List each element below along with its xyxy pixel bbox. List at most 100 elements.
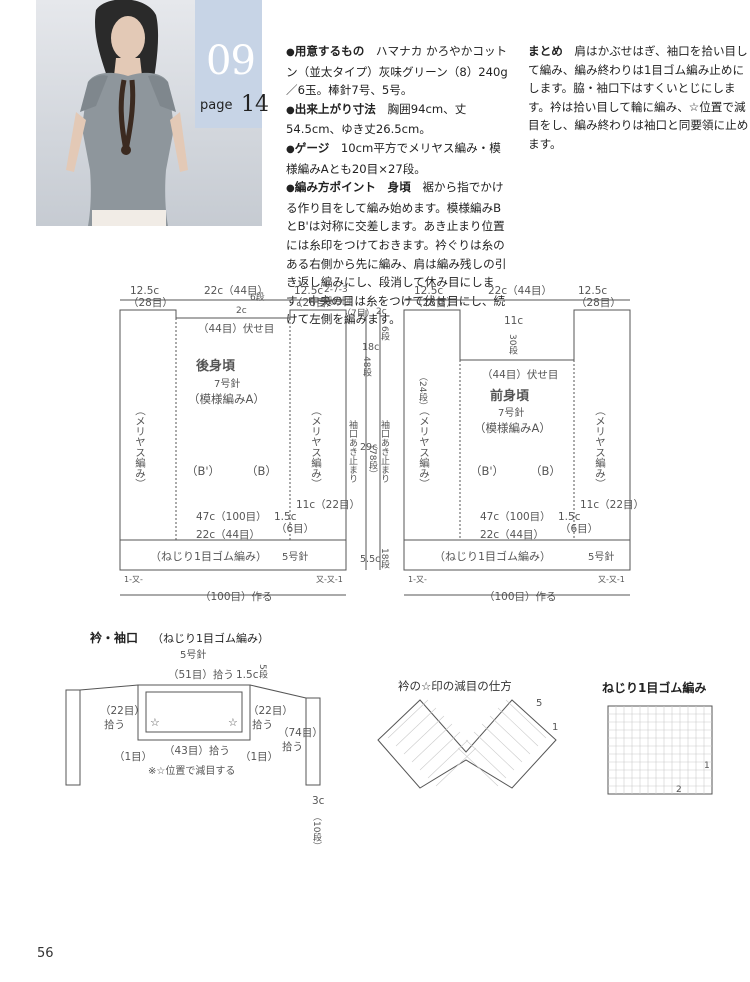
- front-side-right: （メリヤス編み）: [594, 405, 606, 489]
- measure-armhole: 袖口あき止まり: [379, 419, 390, 483]
- front-neck-bind: （44目）伏せ目: [482, 368, 558, 381]
- back-top-right: 12.5c: [294, 285, 323, 297]
- collar-pick43: （43目）拾う: [164, 744, 230, 757]
- front-top-right-sub: （28目）: [576, 297, 621, 309]
- front-top-left-sub: （28目）: [412, 297, 457, 309]
- pattern-number: 09: [206, 38, 256, 84]
- front-ribbing-outline: [403, 540, 631, 571]
- front-width-6: （6目）: [560, 523, 598, 535]
- front-body-outline: [403, 309, 631, 541]
- front-neck-24dan: （24段）: [417, 372, 428, 410]
- back-needle: 7号針: [214, 377, 240, 390]
- collar-one-left: （1目）: [114, 751, 152, 763]
- collar-pick22-right: （22目）: [248, 705, 293, 717]
- back-shoulder-rows-label: 段目回: [324, 295, 351, 307]
- left-cuff-outline: [65, 689, 81, 786]
- decrease-title: 衿の☆印の減目の仕方: [398, 679, 512, 693]
- matome-text: 肩はかぶせはぎ、袖口を拾い目して編み、編み終わりは1目ゴム編み止めにします。脇・…: [528, 44, 749, 151]
- front-rib-needle: 5号針: [588, 550, 614, 563]
- back-width-15: 1.5c: [274, 511, 297, 523]
- collar-title-sub: （ねじり1目ゴム編み）: [152, 631, 269, 645]
- rib-chart-grid: [607, 705, 713, 795]
- back-ribbing-outline: [119, 540, 347, 571]
- decrease-marker-1: 1: [552, 722, 558, 733]
- points-paragraph: ●編み方ポイント 身頃 裾から指でかける作り目をして編み始めます。模様編みBとB…: [286, 180, 507, 327]
- front-width-22: 22c（44目）: [480, 529, 544, 541]
- front-cast-on: （100目）作る: [484, 591, 557, 603]
- back-cable-b: （B）: [246, 464, 277, 478]
- right-cuff-outline: [305, 697, 321, 786]
- instructions-column-2: まとめ 肩はかぶせはぎ、袖口を拾い目して編み、編み終わりは1目ゴム編み止めにしま…: [528, 42, 750, 154]
- matome-paragraph: まとめ 肩はかぶせはぎ、袖口を拾い目して編み、編み終わりは1目ゴム編み止めにしま…: [528, 42, 750, 154]
- collar-pick74-b: 拾う: [282, 740, 303, 753]
- collar-inner: [145, 691, 243, 733]
- size-paragraph: ●出来上がり寸法 胸囲94cm、丈54.5cm、ゆき丈26.5cm。: [286, 101, 467, 137]
- back-width-22: 22c（44目）: [196, 529, 260, 541]
- back-title: 後身頃: [196, 358, 236, 374]
- front-side-left: （メリヤス編み）: [418, 405, 430, 489]
- page-number: 56: [37, 946, 54, 961]
- collar-3c: 3c: [312, 795, 325, 807]
- page-reference: 14: [241, 92, 269, 117]
- materials-label: 用意するもの: [294, 44, 365, 58]
- size-text: 胸囲94cm、丈54.5cm、ゆき丈26.5cm。: [286, 101, 467, 137]
- front-width-11: 11c（22目）: [580, 499, 644, 511]
- back-side-left: （メリヤス編み）: [134, 405, 146, 489]
- collar-10dan: （10段）: [311, 812, 322, 850]
- collar-pick22-left: （22目）: [100, 705, 145, 717]
- back-cable-bprime: （B'）: [186, 464, 220, 478]
- rib-chart-marker-1: 1: [704, 761, 710, 771]
- model-figure: [66, 0, 188, 226]
- decrease-chart-grid: [377, 699, 557, 789]
- front-cable-lines: [459, 360, 575, 540]
- instructions-column-1: ●用意するもの ハマナカ かろやかコットン（並太タイプ）灰味グリーン（8）240…: [286, 42, 510, 329]
- measure-18dan: 18段: [379, 548, 390, 569]
- back-side-right: （メリヤス編み）: [310, 405, 322, 489]
- measure-6dan: 6段: [379, 326, 390, 342]
- collar-needle: 5号針: [180, 648, 206, 661]
- gauge-label: ゲージ: [294, 140, 330, 155]
- rib-chart-marker-2: 2: [676, 785, 682, 795]
- back-mark-left: 1-又-: [124, 575, 143, 584]
- collar-star-left: ☆: [150, 716, 160, 729]
- back-top-left: 12.5c: [130, 285, 159, 297]
- back-mark-right: 又-又-1: [316, 575, 343, 584]
- back-shoulder-6dan: 6段: [250, 291, 265, 303]
- back-width-47: 47c（100目）: [196, 511, 267, 523]
- collar-connect-lines: [79, 684, 307, 699]
- points-label: 編み方ポイント: [294, 180, 376, 195]
- front-neck-30dan: 30段: [507, 334, 518, 355]
- back-neck-bind: （44目）伏せ目: [198, 322, 274, 335]
- collar-pick22-right-b: 拾う: [252, 718, 273, 731]
- pattern-number-badge: [195, 0, 262, 128]
- size-label: 出来上がり寸法: [294, 101, 376, 116]
- back-body-outline: [119, 309, 347, 541]
- matome-label: まとめ: [528, 44, 563, 58]
- front-neck-11c: 11c: [504, 315, 523, 327]
- collar-title: 衿・袖口: [90, 630, 138, 645]
- materials-paragraph: ●用意するもの ハマナカ かろやかコットン（並太タイプ）灰味グリーン（8）240…: [286, 44, 508, 98]
- collar-star-right: ☆: [228, 716, 238, 729]
- gauge-text: 10cm平方でメリヤス編み・模様編みAとも20目×27段。: [286, 140, 501, 176]
- collar-pick51: （51目）拾う: [168, 668, 234, 681]
- measure-55c: 5.5c: [360, 554, 380, 565]
- height-dimension-lines: [365, 310, 381, 570]
- front-needle: 7号針: [498, 406, 524, 419]
- gauge-paragraph: ●ゲージ 10cm平方でメリヤス編み・模様編みAとも20目×27段。: [286, 140, 501, 176]
- back-shoulder-2c: 2c: [236, 306, 247, 316]
- front-cable-b: （B）: [530, 464, 561, 478]
- front-top-right: 12.5c: [578, 285, 607, 297]
- back-width-11: 11c（22目）: [296, 499, 360, 511]
- front-top-left: 12.5c: [414, 285, 443, 297]
- measure-29c: 29c: [360, 442, 377, 453]
- front-title: 前身頃: [490, 388, 530, 404]
- materials-text: ハマナカ かろやかコットン（並太タイプ）灰味グリーン（8）240g／6玉。棒針7…: [286, 44, 508, 98]
- decrease-marker-5: 5: [536, 698, 542, 709]
- back-top-left-sub: （28目）: [128, 297, 173, 309]
- back-rib-needle: 5号針: [282, 550, 308, 563]
- front-pattern: （模様編みA）: [474, 421, 551, 435]
- front-mark-right: 又-又-1: [598, 575, 625, 584]
- back-cast-on: （100目）作る: [200, 591, 273, 603]
- front-mark-left: 1-又-: [408, 575, 427, 584]
